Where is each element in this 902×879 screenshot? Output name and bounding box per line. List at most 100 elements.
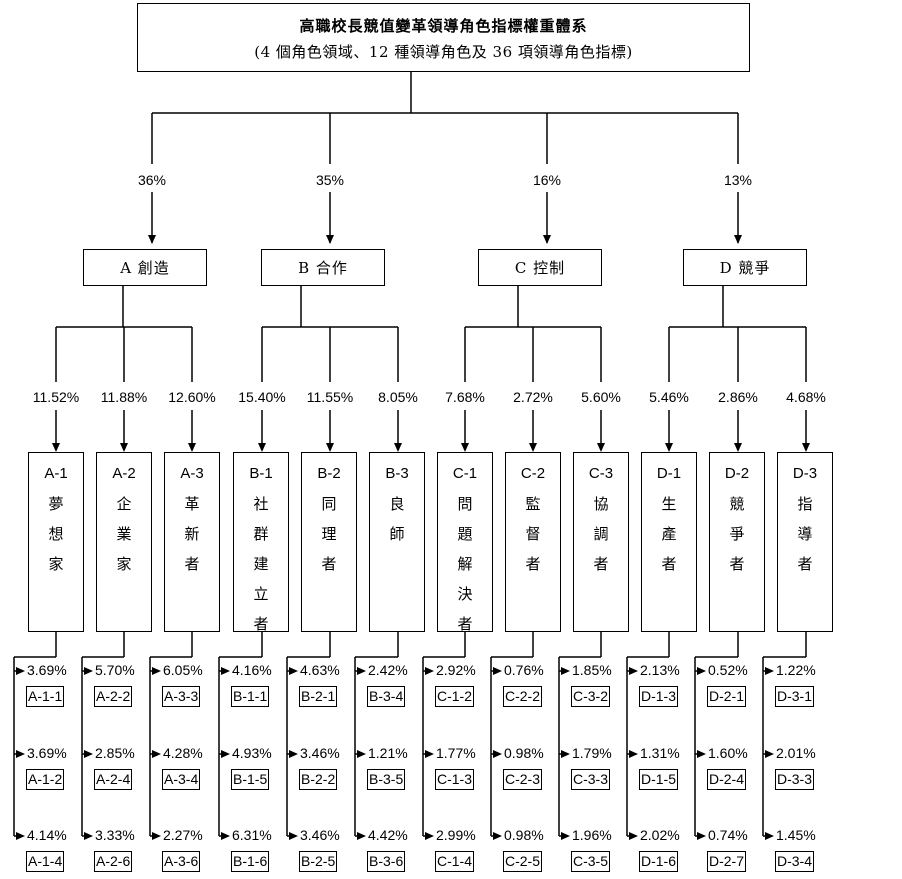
domain-arrowhead	[543, 235, 551, 244]
indicator-code-box: D-3-3	[775, 769, 815, 790]
role-name-char: 社	[253, 495, 269, 513]
domain-box: B 合作	[261, 249, 385, 286]
indicator-weight: 4.63%	[300, 662, 340, 678]
indicator-weight: 0.74%	[708, 827, 748, 843]
role-weight: 11.55%	[306, 389, 354, 405]
indicator-weight: 3.69%	[27, 662, 67, 678]
role-name-char: 者	[321, 555, 337, 573]
role-name-char: 產	[661, 525, 677, 543]
indicator-code-box: A-3-4	[162, 769, 201, 790]
role-name-char: 解	[457, 555, 473, 573]
role-arrowhead	[188, 443, 196, 452]
indicator-arrowhead	[629, 667, 638, 675]
role-name-char: 夢	[48, 495, 64, 513]
indicator-code-box: C-1-2	[435, 686, 475, 707]
role-name-char: 家	[116, 555, 132, 573]
indicator-weight: 4.14%	[27, 827, 67, 843]
indicator-code-box: C-3-2	[571, 686, 611, 707]
role-name-char: 家	[48, 555, 64, 573]
indicator-arrowhead	[152, 832, 161, 840]
indicator-arrowhead	[425, 667, 434, 675]
indicator-code-box: A-2-6	[94, 851, 133, 872]
indicator-weight: 5.70%	[95, 662, 135, 678]
indicator-weight: 3.33%	[95, 827, 135, 843]
role-code: C-2	[520, 465, 546, 482]
indicator-arrowhead	[629, 750, 638, 758]
role-weight: 11.88%	[100, 389, 148, 405]
indicator-arrowhead	[765, 832, 774, 840]
indicator-weight: 6.31%	[232, 827, 272, 843]
role-name-char: 業	[116, 525, 132, 543]
role-name-char: 新	[184, 525, 200, 543]
indicator-arrowhead	[697, 750, 706, 758]
indicator-arrowhead	[84, 750, 93, 758]
indicator-weight: 1.77%	[436, 745, 476, 761]
indicator-code-box: A-1-1	[26, 686, 65, 707]
indicator-arrowhead	[765, 667, 774, 675]
role-name-char: 生	[661, 495, 677, 513]
indicator-arrowhead	[697, 832, 706, 840]
indicator-code-box: D-2-7	[707, 851, 747, 872]
indicator-weight: 1.85%	[572, 662, 612, 678]
role-name-char: 者	[797, 555, 813, 573]
indicator-code-box: B-3-5	[367, 769, 406, 790]
indicator-weight: 1.96%	[572, 827, 612, 843]
role-name-char: 者	[661, 555, 677, 573]
indicator-weight: 1.79%	[572, 745, 612, 761]
indicator-arrowhead	[357, 832, 366, 840]
indicator-weight: 2.01%	[776, 745, 816, 761]
role-name-char: 者	[184, 555, 200, 573]
role-name-char: 群	[253, 525, 269, 543]
role-weight: 5.46%	[649, 389, 689, 405]
role-name-char: 想	[48, 525, 64, 543]
role-arrowhead	[734, 443, 742, 452]
role-name-char: 者	[593, 555, 609, 573]
indicator-weight: 4.93%	[232, 745, 272, 761]
role-name-char: 決	[457, 585, 473, 603]
indicator-weight: 1.21%	[368, 745, 408, 761]
indicator-arrowhead	[16, 750, 25, 758]
domain-arrowhead	[734, 235, 742, 244]
indicator-arrowhead	[152, 667, 161, 675]
indicator-code-box: B-3-6	[367, 851, 406, 872]
role-weight: 5.60%	[581, 389, 621, 405]
indicator-weight: 2.42%	[368, 662, 408, 678]
indicator-weight: 4.42%	[368, 827, 408, 843]
diagram-subtitle: (4 個角色領域、12 種領導角色及 36 項領導角色指標)	[254, 43, 633, 61]
role-name-char: 競	[729, 495, 745, 513]
role-code: C-3	[588, 465, 614, 482]
indicator-weight: 3.69%	[27, 745, 67, 761]
indicator-code-box: D-3-1	[775, 686, 815, 707]
indicator-arrowhead	[289, 750, 298, 758]
domain-box: A 創造	[83, 249, 207, 286]
indicator-code-box: C-2-3	[503, 769, 543, 790]
domain-box: D 競爭	[683, 249, 807, 286]
role-arrowhead	[326, 443, 334, 452]
indicator-code-box: D-3-4	[775, 851, 815, 872]
indicator-code-box: A-3-3	[162, 686, 201, 707]
diagram-title: 高職校長競值變革領導角色指標權重體系	[299, 17, 588, 35]
role-arrowhead	[461, 443, 469, 452]
role-code: D-2	[724, 465, 750, 482]
indicator-weight: 2.27%	[163, 827, 203, 843]
role-arrowhead	[120, 443, 128, 452]
indicator-arrowhead	[84, 667, 93, 675]
indicator-code-box: C-2-5	[503, 851, 543, 872]
indicator-arrowhead	[221, 832, 230, 840]
role-weight: 2.86%	[718, 389, 758, 405]
indicator-code-box: B-3-4	[367, 686, 406, 707]
indicator-arrowhead	[561, 750, 570, 758]
indicator-arrowhead	[16, 667, 25, 675]
role-name-char: 指	[797, 495, 813, 513]
indicator-code-box: B-1-1	[231, 686, 270, 707]
role-arrowhead	[394, 443, 402, 452]
indicator-arrowhead	[221, 750, 230, 758]
indicator-code-box: A-2-2	[94, 686, 133, 707]
role-name-char: 者	[729, 555, 745, 573]
indicator-weight: 1.60%	[708, 745, 748, 761]
role-arrowhead	[258, 443, 266, 452]
